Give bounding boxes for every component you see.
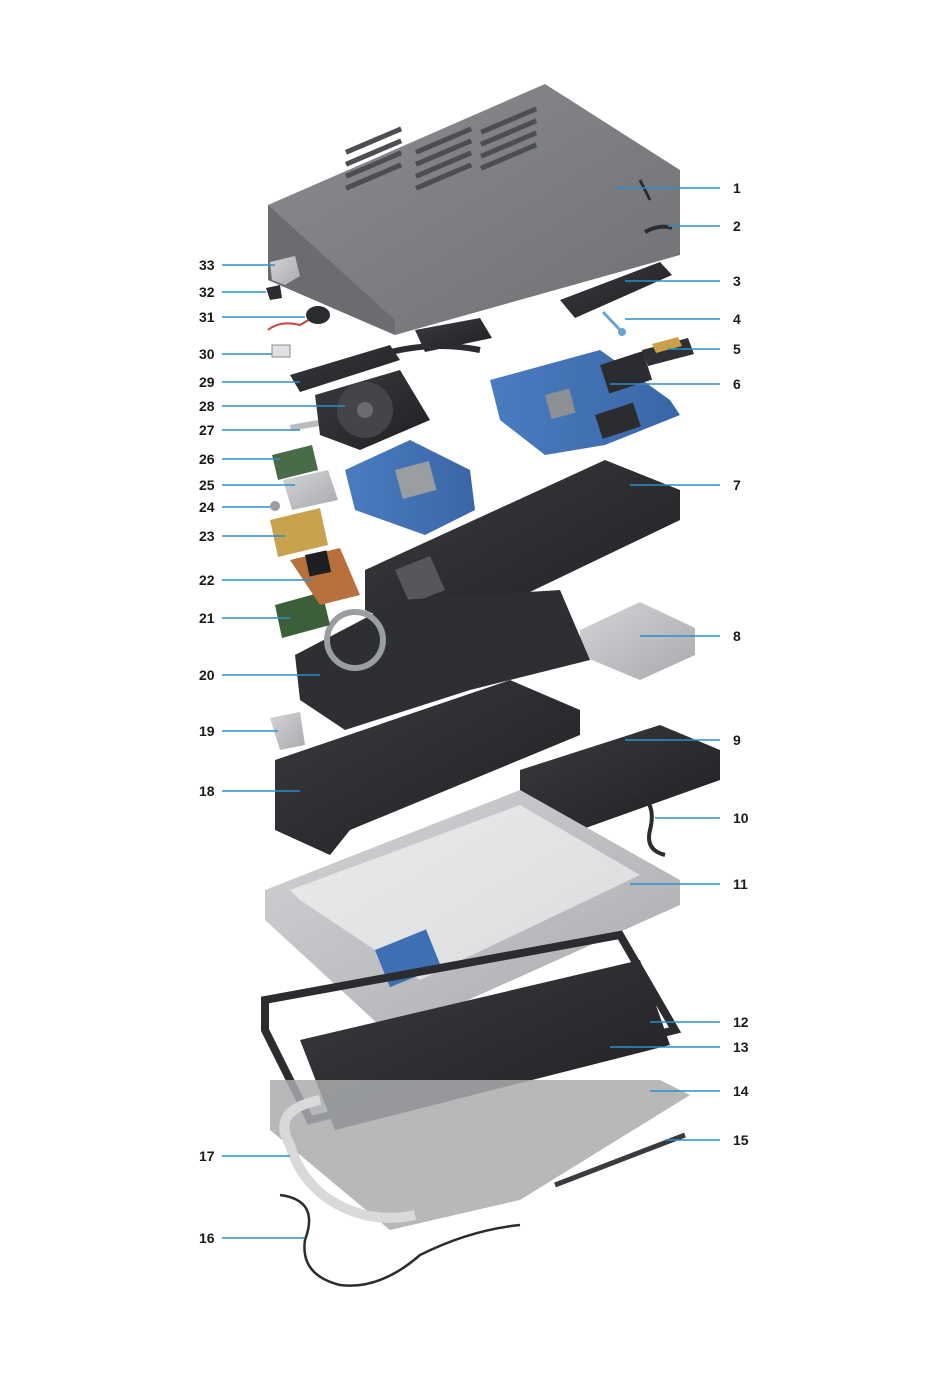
- system-board: [490, 350, 680, 455]
- callout-label-23: 23: [199, 528, 215, 544]
- part-5-ssd: [642, 337, 694, 366]
- part-30: [272, 345, 290, 357]
- callout-label-12: 12: [733, 1014, 749, 1030]
- callout-label-8: 8: [733, 628, 741, 644]
- callout-label-11: 11: [733, 876, 748, 892]
- callout-label-16: 16: [199, 1230, 215, 1246]
- callout-label-5: 5: [733, 341, 741, 357]
- callout-label-1: 1: [733, 180, 741, 196]
- part-4: [603, 312, 626, 336]
- callout-label-17: 17: [199, 1148, 215, 1164]
- callout-label-26: 26: [199, 451, 215, 467]
- callout-label-31: 31: [199, 309, 215, 325]
- callout-label-22: 22: [199, 572, 215, 588]
- callout-label-24: 24: [199, 499, 215, 515]
- callout-label-9: 9: [733, 732, 741, 748]
- callout-label-19: 19: [199, 723, 215, 739]
- callout-label-30: 30: [199, 346, 215, 362]
- coin-cell: [268, 306, 330, 330]
- part-32: [266, 285, 282, 300]
- part-24: [270, 501, 280, 511]
- callout-label-28: 28: [199, 398, 215, 414]
- part-8: [580, 602, 695, 680]
- callout-label-20: 20: [199, 667, 215, 683]
- callout-label-2: 2: [733, 218, 741, 234]
- fan: [315, 370, 430, 450]
- callout-label-7: 7: [733, 477, 741, 493]
- callout-label-14: 14: [733, 1083, 749, 1099]
- callout-label-33: 33: [199, 257, 215, 273]
- callout-label-27: 27: [199, 422, 215, 438]
- part-23: [270, 508, 328, 557]
- callout-label-3: 3: [733, 273, 741, 289]
- callout-label-18: 18: [199, 783, 215, 799]
- callout-label-10: 10: [733, 810, 749, 826]
- callout-label-15: 15: [733, 1132, 749, 1148]
- callout-label-29: 29: [199, 374, 215, 390]
- callout-label-13: 13: [733, 1039, 749, 1055]
- callout-label-4: 4: [733, 311, 741, 327]
- callout-label-21: 21: [199, 610, 215, 626]
- callout-label-6: 6: [733, 376, 741, 392]
- callout-label-32: 32: [199, 284, 215, 300]
- callout-label-25: 25: [199, 477, 215, 493]
